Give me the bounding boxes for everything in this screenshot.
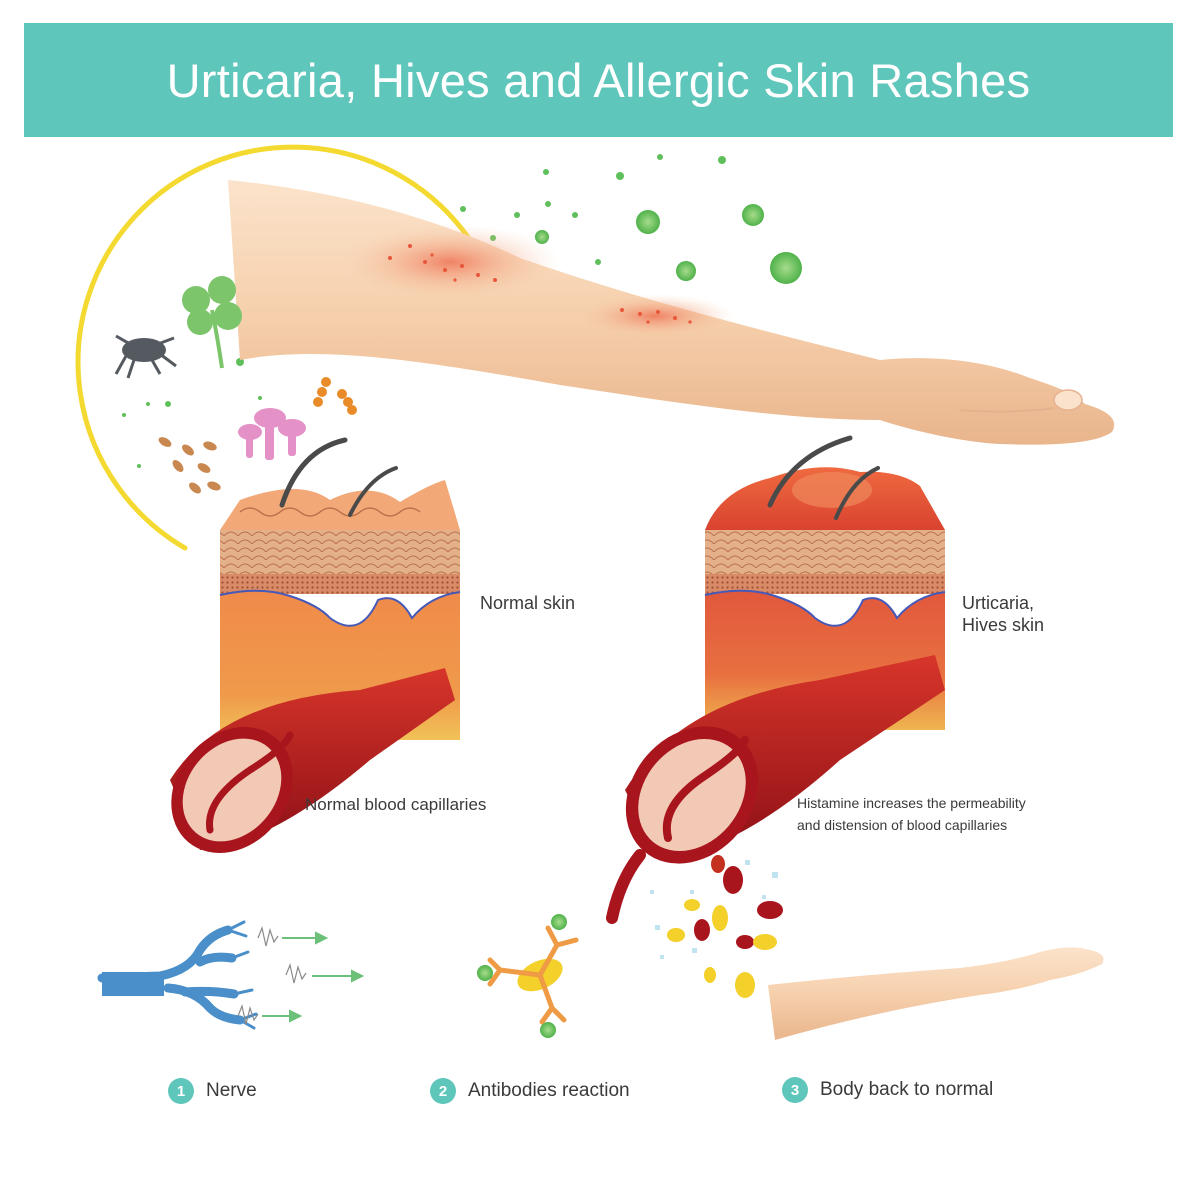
signal-arrows <box>262 931 365 1023</box>
step-number-badge: 3 <box>782 1077 808 1103</box>
step-label: Antibodies reaction <box>468 1080 630 1101</box>
label-histamine-1: Histamine increases the permeability <box>797 795 1026 811</box>
label-normal-skin: Normal skin <box>480 593 576 613</box>
arm-with-rash <box>228 180 1115 445</box>
antibody-icon <box>477 914 579 1038</box>
nerve-icon <box>97 920 258 1030</box>
label-histamine-2: and distension of blood capillaries <box>797 817 1008 833</box>
step-back-to-normal: 3 Body back to normal <box>782 1077 993 1103</box>
dilated-capillary <box>606 655 945 924</box>
blood-cells-scatter <box>650 855 783 998</box>
pollen-seeds-icon <box>158 437 221 494</box>
normal-capillary <box>170 668 455 853</box>
step-label: Nerve <box>206 1080 257 1101</box>
pollen-particles <box>122 154 802 468</box>
step-nerve: 1 Nerve <box>168 1078 257 1104</box>
step-number-badge: 1 <box>168 1078 194 1104</box>
healthy-arm-icon <box>768 947 1104 1040</box>
step-label: Body back to normal <box>820 1079 994 1100</box>
label-hives-skin-1: Urticaria, <box>962 593 1035 613</box>
label-hives-skin-2: Hives skin <box>962 615 1045 635</box>
mold-spores-icon <box>313 377 357 415</box>
title-banner: Urticaria, Hives and Allergic Skin Rashe… <box>24 23 1173 137</box>
step-antibodies: 2 Antibodies reaction <box>430 1078 630 1104</box>
page-title: Urticaria, Hives and Allergic Skin Rashe… <box>166 53 1031 107</box>
step-number-badge: 2 <box>430 1078 456 1104</box>
allergen-arc <box>75 144 473 551</box>
dust-mite-icon <box>114 334 177 379</box>
clover-icon <box>182 276 242 369</box>
nerve-signal-arrows <box>237 925 307 1025</box>
mushroom-icon <box>238 408 306 460</box>
label-normal-capillaries: Normal blood capillaries <box>305 795 487 814</box>
